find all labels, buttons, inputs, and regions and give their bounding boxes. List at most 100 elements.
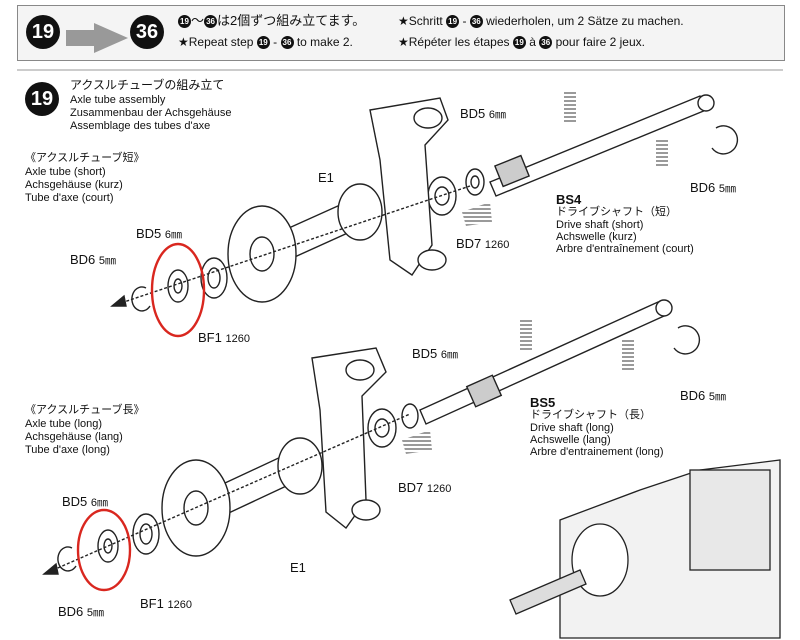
step-title-jp: アクスルチューブの組み立て xyxy=(70,78,225,92)
clip-bd6-left xyxy=(131,286,151,312)
ring-bd5 xyxy=(401,403,419,429)
short-tube-en: Axle tube (short) xyxy=(25,166,106,178)
drive-shaft-bs4 xyxy=(489,94,715,197)
label-bs5-fr: Arbre d'entrainement (long) xyxy=(530,446,664,458)
label-bd6-top-right: BD6 5㎜ xyxy=(690,180,737,195)
banner-en-dash: - xyxy=(273,35,278,49)
label-bs4-de: Achswelle (kurz) xyxy=(556,231,637,243)
step-ref-badge: 19 xyxy=(178,15,191,29)
step-ref-badge: 19 xyxy=(512,36,526,50)
arrow-right-icon xyxy=(66,23,128,53)
label-bd5-left: BD5 6㎜ xyxy=(136,226,183,241)
label-bf1-bottom: BF1 1260 xyxy=(140,596,192,611)
banner-fr-post: pour faire 2 jeux. xyxy=(555,35,645,49)
arrow-head-icon xyxy=(42,562,59,575)
bearing-bf1-inner xyxy=(207,267,221,289)
tube-bulge xyxy=(337,183,383,241)
arrow-head-icon xyxy=(110,294,127,307)
long-tube-fr: Tube d'axe (long) xyxy=(25,444,110,456)
hatch-arrow xyxy=(656,140,668,168)
hatch-arrow xyxy=(520,318,532,350)
step-ref-badge: 19 xyxy=(446,15,460,29)
upright-eye xyxy=(417,249,447,271)
short-tube-fr: Tube d'axe (court) xyxy=(25,192,114,204)
step-title-fr: Assemblage des tubes d'axe xyxy=(70,120,211,132)
label-bd5-top: BD5 6㎜ xyxy=(460,106,507,121)
label-bs4-jp: ドライブシャフト（短） xyxy=(556,206,677,218)
clip-bd6 xyxy=(673,325,701,355)
banner-de-post: wiederholen, um 2 Sätze zu machen. xyxy=(486,14,684,28)
ring-bd5-left-hole xyxy=(173,278,183,294)
hatch-arrow xyxy=(564,92,576,122)
ring-bd5-hole xyxy=(470,175,480,189)
assembly-axis xyxy=(111,185,471,307)
label-bs5-de: Achswelle (lang) xyxy=(530,434,611,446)
label-bs4: BS4 xyxy=(556,192,582,207)
upright-eye xyxy=(351,499,381,521)
long-tube-de: Achsgehäuse (lang) xyxy=(25,431,123,443)
step-title-de: Zusammenbau der Achsgehäuse xyxy=(70,107,232,119)
highlight-circle xyxy=(76,508,132,592)
step-title-en: Axle tube assembly xyxy=(70,94,166,106)
banner-en-line: ★Repeat step 19 - 36 to make 2. xyxy=(178,35,353,50)
hatch-arrow xyxy=(462,202,492,226)
label-bs5-jp: ドライブシャフト（長） xyxy=(530,409,651,421)
banner-en-pre: ★Repeat step xyxy=(178,35,254,49)
hub-center xyxy=(249,236,275,272)
step-from-badge: 19 xyxy=(26,15,60,49)
label-bs5-en: Drive shaft (long) xyxy=(530,422,614,434)
step-badge: 19 xyxy=(25,82,59,116)
detail-inset xyxy=(509,459,781,639)
step-to-badge: 36 xyxy=(130,15,164,49)
short-axle-assembly xyxy=(110,92,739,338)
label-bd5-bottom: BD5 6㎜ xyxy=(62,494,109,509)
banner-de-dash: - xyxy=(462,14,467,28)
long-tube-en: Axle tube (long) xyxy=(25,418,103,430)
step-ref-badge: 36 xyxy=(204,15,218,29)
short-tube-jp: 《アクスルチューブ短》 xyxy=(25,152,145,164)
upright-e1 xyxy=(369,97,449,276)
label-bd6-mid-right: BD6 5㎜ xyxy=(680,388,727,403)
long-tube-jp: 《アクスルチューブ長》 xyxy=(25,404,145,416)
banner-de-pre: ★Schritt xyxy=(398,14,443,28)
banner-en-post: to make 2. xyxy=(296,35,353,49)
label-bs4-en: Drive shaft (short) xyxy=(556,219,644,231)
bearing-bd7-inner xyxy=(374,418,390,438)
clip-bd6-left xyxy=(57,546,77,572)
label-bs4-fr: Arbre d'entraînement (court) xyxy=(556,243,694,255)
step-ref-badge: 36 xyxy=(280,36,294,50)
tube-bulge xyxy=(277,437,323,495)
label-bd7-top: BD7 1260 xyxy=(456,236,510,251)
short-tube-de: Achsgehäuse (kurz) xyxy=(25,179,123,191)
upright-eye xyxy=(345,359,375,381)
banner-de-line: ★Schritt 19 - 36 wiederholen, um 2 Sätze… xyxy=(398,14,684,29)
label-bd6-bottom: BD6 5㎜ xyxy=(58,604,105,619)
label-e1-bottom: E1 xyxy=(290,560,306,575)
banner-fr-line: ★Répéter les étapes 19 à 36 pour faire 2… xyxy=(398,35,645,50)
label-bf1-top: BF1 1260 xyxy=(198,330,250,345)
drive-shaft-bs5 xyxy=(419,299,673,425)
step-ref-badge: 36 xyxy=(469,15,483,29)
banner-fr-and: à xyxy=(529,35,536,49)
ring-bd5-left-hole xyxy=(103,538,113,554)
label-bd6-left: BD6 5㎜ xyxy=(70,252,117,267)
highlight-circle xyxy=(150,242,206,338)
banner-jp-text: は2個ずつ組み立てます。 xyxy=(217,13,366,28)
bearing-bf1-inner xyxy=(139,523,153,545)
banner-fr-pre: ★Répéter les étapes xyxy=(398,35,510,49)
label-e1-top: E1 xyxy=(318,170,334,185)
label-bd7-bottom: BD7 1260 xyxy=(398,480,452,495)
hatch-arrow xyxy=(622,340,634,370)
long-axle-assembly xyxy=(42,299,701,592)
label-bs5: BS5 xyxy=(530,395,556,410)
step-ref-badge: 36 xyxy=(539,36,553,50)
assembly-axis xyxy=(43,413,411,575)
label-bd5-mid: BD5 6㎜ xyxy=(412,346,459,361)
step-ref-badge: 19 xyxy=(256,36,270,50)
clip-bd6 xyxy=(711,125,739,155)
upright-eye xyxy=(413,107,443,129)
hatch-arrow xyxy=(402,430,432,454)
